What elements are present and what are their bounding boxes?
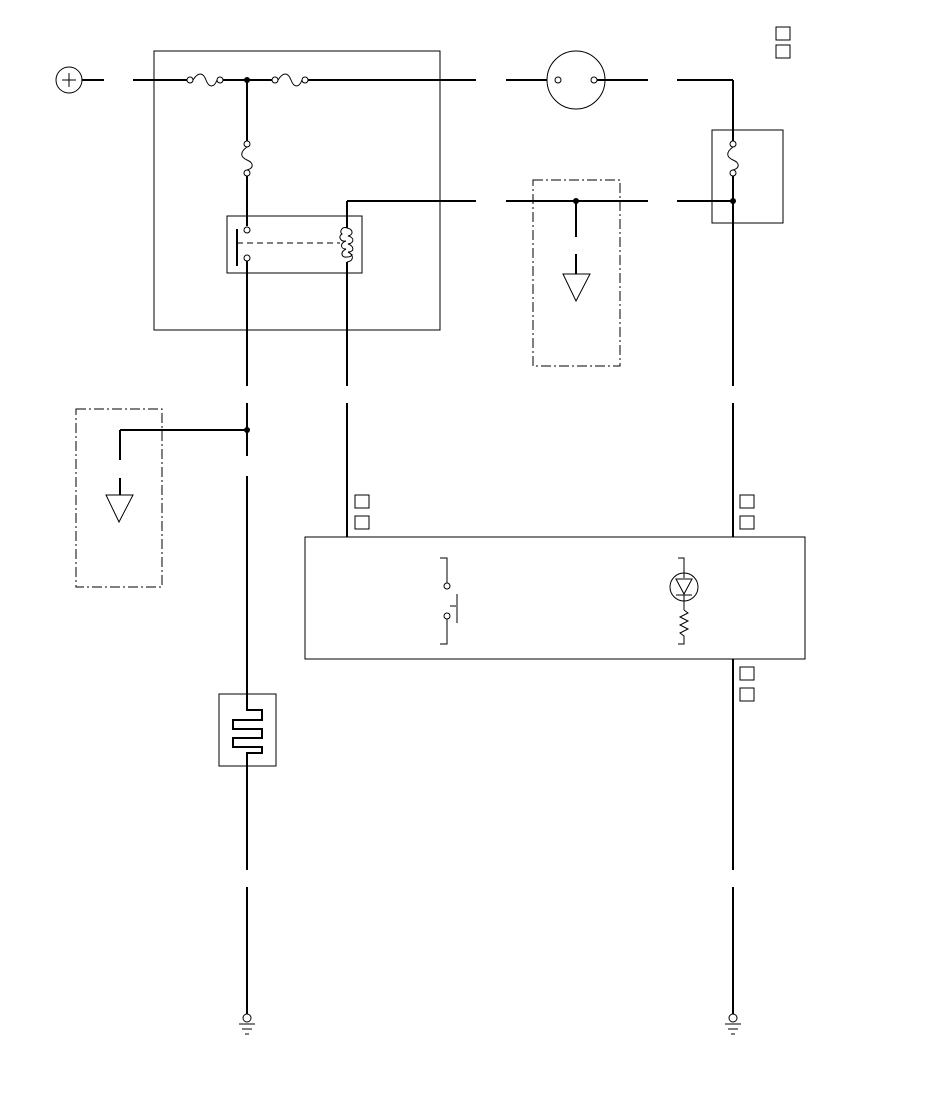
left-column-wire <box>244 403 250 696</box>
fuse-icon <box>241 80 253 226</box>
ground-triangle-icon <box>105 494 134 524</box>
fuse-icon <box>186 73 224 87</box>
resistor-icon <box>678 609 690 645</box>
relay-switch-terminal <box>243 226 251 234</box>
fuse-icon <box>727 146 739 171</box>
connector-label-boxes-mid <box>354 494 755 702</box>
fuse-relay-box <box>153 50 441 331</box>
battery-positive-icon <box>55 66 104 94</box>
heater-element-icon <box>218 693 277 768</box>
ground-icon <box>239 1013 255 1035</box>
fuse-icon <box>271 73 309 87</box>
ground-module-middle <box>506 179 648 367</box>
lamp-icon <box>506 50 648 110</box>
switch-icon <box>440 557 458 645</box>
relay <box>226 201 363 386</box>
main-power-line <box>133 73 476 87</box>
relay-switch-terminal <box>243 254 251 262</box>
ground-icon <box>725 1013 741 1035</box>
ground-module-left <box>75 408 247 588</box>
switch-module <box>304 536 806 660</box>
connector-label-boxes-top-right <box>775 26 791 59</box>
relay-coil-icon <box>339 201 354 386</box>
right-fuse-box <box>677 79 784 386</box>
led-icon <box>669 557 699 610</box>
ground-triangle-icon <box>562 273 591 303</box>
